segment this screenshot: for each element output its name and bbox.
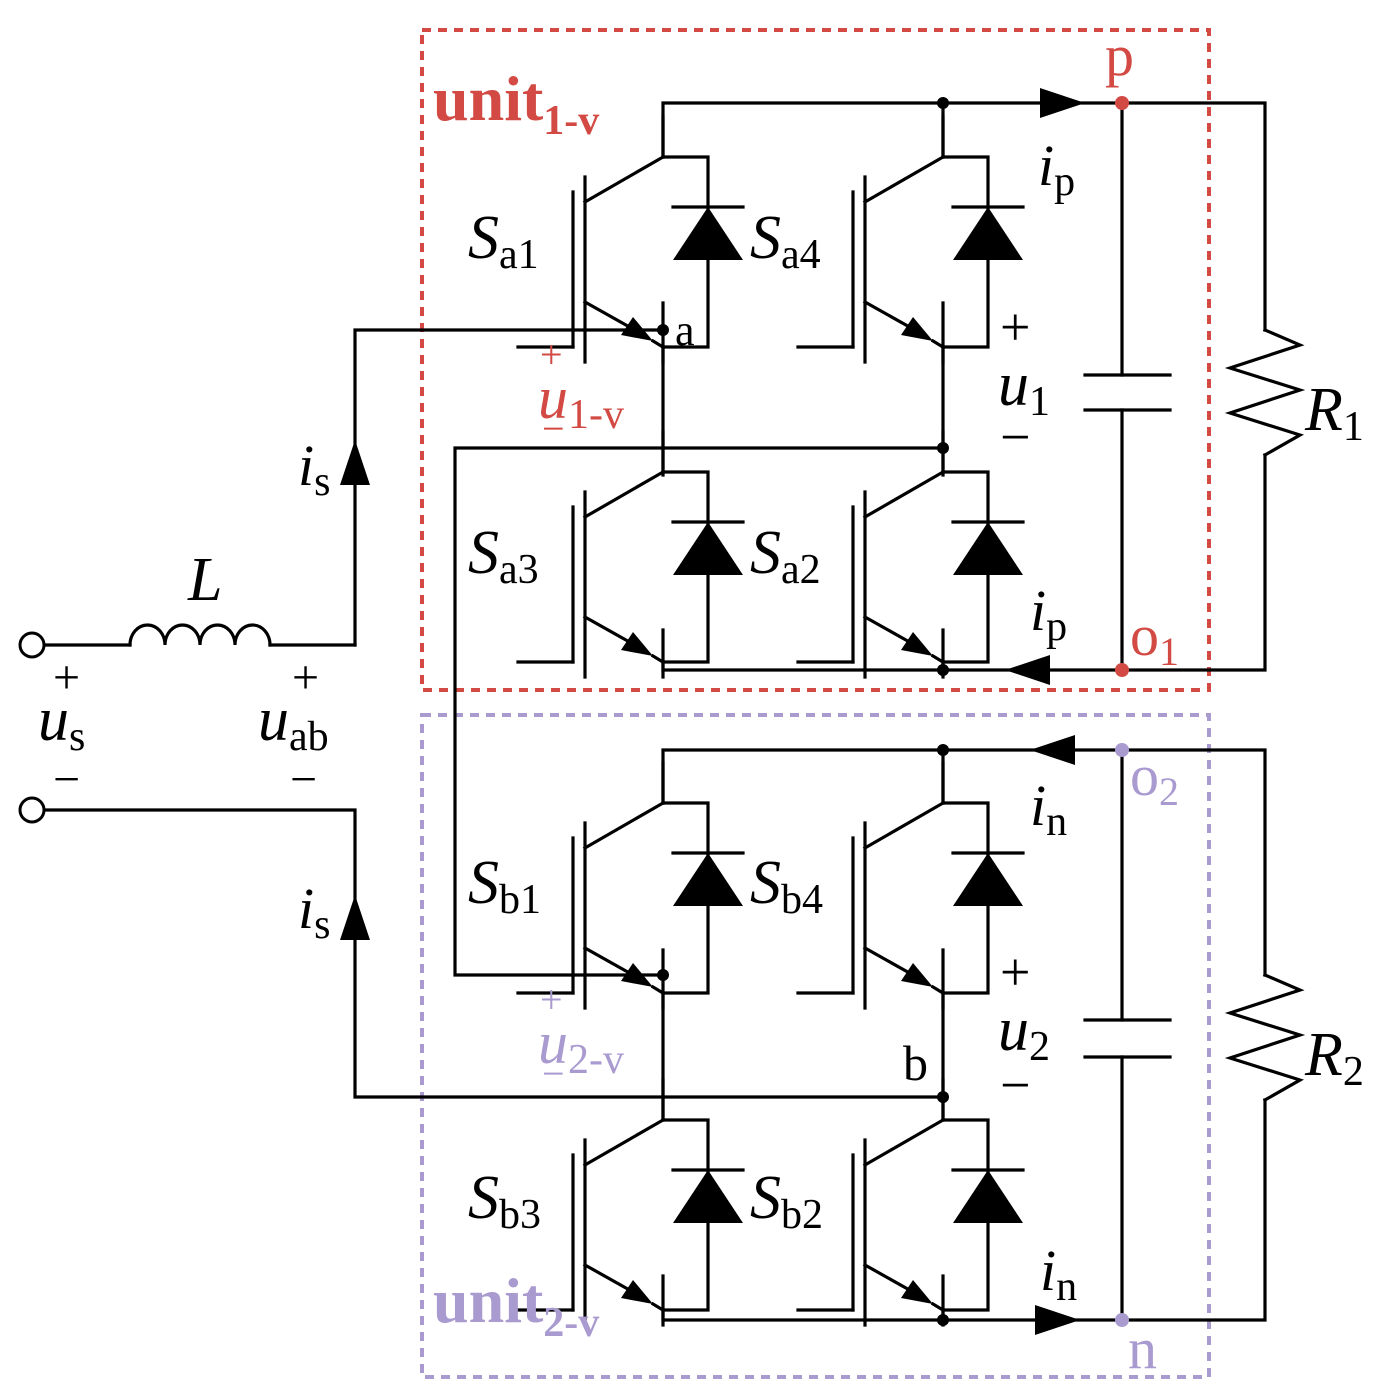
current-in-bottom-label: in (1040, 1238, 1077, 1310)
switch-sa3-label: Sa3 (468, 519, 539, 593)
current-ip-top-label: ip (1038, 133, 1075, 205)
plus-u1v: + (540, 332, 563, 377)
voltage-uab-label: uab (258, 686, 329, 760)
arrow-ip-bottom (1005, 655, 1050, 685)
current-in-top-label: in (1030, 773, 1067, 845)
inductor-label: L (187, 546, 222, 614)
minus-uab: − (290, 753, 317, 806)
terminal-bottom (18, 796, 46, 824)
arrow-in-bottom (1035, 1305, 1080, 1335)
plus-us: + (53, 651, 80, 704)
plus-u1: + (1000, 297, 1030, 357)
minus-u2v: − (542, 1051, 565, 1096)
junction-dots (657, 96, 1129, 1327)
switch-sa1-label: Sa1 (468, 204, 539, 278)
voltage-u1v-label: u1-v (538, 365, 624, 438)
minus-u2: − (1000, 1055, 1030, 1115)
unit2-box (420, 713, 1211, 1379)
node-o1-label: o1 (1130, 603, 1179, 674)
switch-sb3 (516, 1078, 745, 1327)
voltage-u2v-label: u2-v (538, 1010, 624, 1083)
current-arrows (340, 88, 1085, 1335)
switch-sa3 (516, 430, 745, 679)
switch-sb3-label: Sb3 (468, 1164, 541, 1238)
switch-sa2-label: Sa2 (750, 519, 821, 593)
plus-uab: + (292, 651, 319, 704)
arrow-in-top (1030, 735, 1075, 765)
switch-sa2 (796, 430, 1025, 679)
plus-u2v: + (540, 977, 563, 1022)
arrow-is-bottom (340, 895, 370, 940)
voltage-u2-label: u2 (998, 996, 1050, 1070)
node-p-label: p (1105, 23, 1134, 88)
unit1-box (420, 28, 1211, 692)
switch-sb2 (796, 1078, 1025, 1327)
plus-u2: + (1000, 942, 1030, 1002)
switch-sa4 (796, 115, 1025, 364)
switch-sb4 (796, 761, 1025, 1010)
terminal-top (18, 631, 46, 659)
switch-sa1 (516, 115, 745, 364)
switch-sb2-label: Sb2 (750, 1164, 823, 1238)
unit1-label: unit1-v (433, 63, 599, 144)
current-is-top-label: is (298, 433, 330, 505)
unit2-label: unit2-v (433, 1265, 599, 1346)
minus-us: − (53, 753, 80, 806)
switch-sb4-label: Sb4 (750, 849, 823, 923)
resistor-r2-label: R2 (1304, 1021, 1364, 1095)
minus-u1: − (1000, 407, 1030, 467)
node-a-label: a (675, 306, 695, 355)
switch-sb1 (516, 761, 745, 1010)
switch-sa4-label: Sa4 (750, 204, 821, 278)
resistor-r1-label: R1 (1304, 376, 1364, 450)
source-wiring (18, 623, 357, 824)
switch-sb1-label: Sb1 (468, 849, 541, 923)
voltage-us-label: us (38, 686, 85, 760)
arrow-is-top (340, 440, 370, 485)
unit2-wiring (43, 748, 1306, 1322)
node-o2-label: o2 (1130, 743, 1179, 814)
current-ip-bottom-label: ip (1030, 578, 1067, 650)
node-b-label: b (903, 1035, 928, 1091)
node-n-label: n (1128, 1316, 1157, 1381)
arrow-ip-top (1040, 88, 1085, 118)
minus-u1v: − (542, 406, 565, 451)
voltage-u1-label: u1 (998, 351, 1050, 425)
current-is-bottom-label: is (298, 876, 330, 948)
